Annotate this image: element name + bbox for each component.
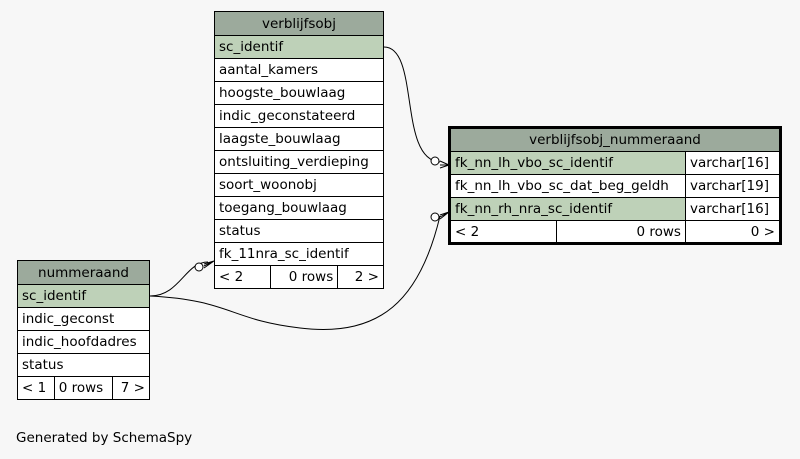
children-count[interactable]: 0 > — [684, 220, 782, 244]
column-fk-nn-rh-nra-sc-identif[interactable]: fk_nn_rh_nra_sc_identif — [449, 197, 686, 221]
children-count[interactable]: 7 > — [112, 376, 150, 400]
relation-vbo-to-link — [383, 46, 441, 163]
column-sc-identif[interactable]: sc_identif — [214, 35, 384, 59]
children-count[interactable]: 2 > — [337, 265, 384, 289]
crow-foot-marker — [439, 211, 450, 220]
table-title[interactable]: verblijfsobj — [214, 11, 384, 36]
column-fk-11nra-sc-identif[interactable]: fk_11nra_sc_identif — [214, 242, 384, 266]
table-nummeraand[interactable]: nummeraand sc_identif indic_geconst indi… — [17, 260, 150, 400]
row-count: 0 rows — [269, 265, 339, 289]
table-verblijfsobj-nummeraand[interactable]: verblijfsobj_nummeraand fk_nn_lh_vbo_sc_… — [448, 126, 782, 245]
table-title[interactable]: verblijfsobj_nummeraand — [449, 127, 781, 152]
column-fk-nn-lh-vbo-sc-identif[interactable]: fk_nn_lh_vbo_sc_identif — [449, 151, 686, 175]
column-status[interactable]: status — [214, 219, 384, 243]
row-count: 0 rows — [53, 376, 114, 400]
column-type: varchar[19] — [684, 174, 782, 198]
column-type: varchar[16] — [684, 151, 782, 175]
optional-marker — [430, 212, 440, 222]
column-sc-identif[interactable]: sc_identif — [17, 284, 150, 308]
optional-marker — [430, 156, 440, 166]
column-hoogste-bouwlaag[interactable]: hoogste_bouwlaag — [214, 81, 384, 105]
column-fk-nn-lh-vbo-sc-dat-beg-geldh[interactable]: fk_nn_lh_vbo_sc_dat_beg_geldh — [449, 174, 686, 198]
table-title[interactable]: nummeraand — [17, 260, 150, 285]
column-soort-woonobj[interactable]: soort_woonobj — [214, 173, 384, 197]
parents-count[interactable]: < 2 — [449, 220, 557, 244]
column-status[interactable]: status — [17, 353, 150, 377]
column-indic-hoofdadres[interactable]: indic_hoofdadres — [17, 330, 150, 354]
column-ontsluiting-verdieping[interactable]: ontsluiting_verdieping — [214, 150, 384, 174]
crow-foot-marker — [439, 160, 450, 169]
column-type: varchar[16] — [684, 197, 782, 221]
generated-by-text: Generated by SchemaSpy — [16, 430, 193, 446]
column-indic-geconstateerd[interactable]: indic_geconstateerd — [214, 104, 384, 128]
row-count: 0 rows — [556, 220, 686, 244]
crow-foot-marker — [203, 260, 215, 269]
table-verblijfsobj[interactable]: verblijfsobj sc_identif aantal_kamers ho… — [214, 11, 384, 289]
optional-marker — [194, 262, 204, 272]
column-toegang-bouwlaag[interactable]: toegang_bouwlaag — [214, 196, 384, 220]
column-indic-geconst[interactable]: indic_geconst — [17, 307, 150, 331]
column-laagste-bouwlaag[interactable]: laagste_bouwlaag — [214, 127, 384, 151]
relation-nra-to-link — [149, 215, 441, 330]
column-aantal-kamers[interactable]: aantal_kamers — [214, 58, 384, 82]
parents-count[interactable]: < 2 — [214, 265, 271, 289]
relation-nra-to-vbo — [149, 261, 209, 297]
parents-count[interactable]: < 1 — [17, 376, 55, 400]
